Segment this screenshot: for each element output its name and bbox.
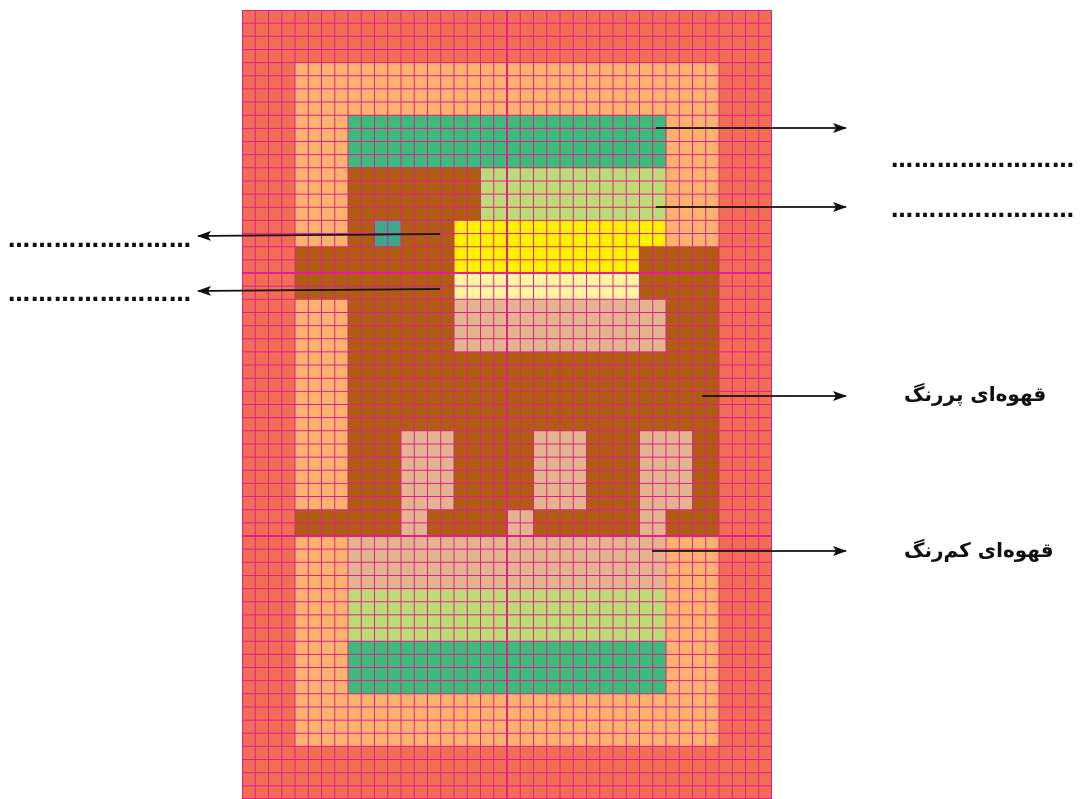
blank-label-green: …………………… [891, 148, 1075, 173]
blank-label-light-green: …………………… [891, 198, 1075, 223]
pixel-grid-svg [242, 10, 772, 799]
label-dark-brown: قهوه‌ای پررنگ [904, 382, 1047, 406]
pixel-grid [242, 10, 772, 799]
label-light-brown: قهوه‌ای کم‌رنگ [904, 538, 1054, 562]
blank-label-pale-yellow: …………………… [8, 282, 192, 307]
blank-label-yellow: …………………… [8, 228, 192, 253]
